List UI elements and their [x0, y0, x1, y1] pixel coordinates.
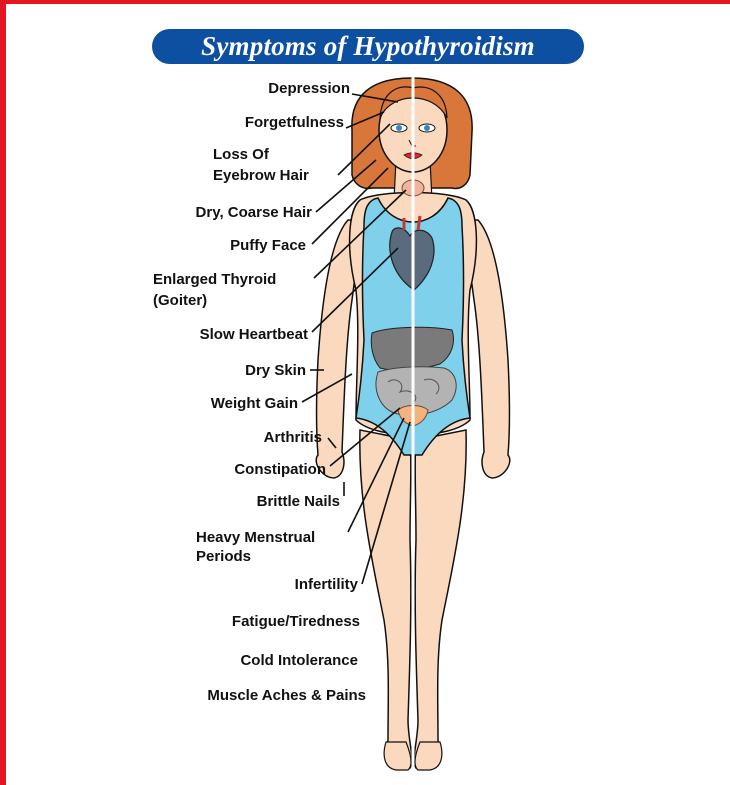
symptom-dry-skin: Dry Skin: [206, 361, 306, 380]
symptom-fatigue: Fatigue/Tiredness: [196, 612, 360, 631]
symptom-depression: Depression: [236, 79, 350, 98]
symptom-weight-gain: Weight Gain: [176, 394, 298, 413]
symptom-loss-of-eyebrow-line1: Loss Of: [213, 145, 269, 164]
symptom-brittle-nails: Brittle Nails: [206, 492, 340, 511]
right-leg: [414, 430, 466, 768]
symptom-slow-heartbeat: Slow Heartbeat: [152, 325, 308, 344]
symptom-infertility: Infertility: [246, 575, 358, 594]
symptom-heavy-menstrual-line1: Heavy Menstrual: [196, 528, 315, 547]
right-foot: [415, 742, 442, 770]
symptom-constipation: Constipation: [176, 460, 326, 479]
symptom-enlarged-thyroid-line2: (Goiter): [153, 291, 207, 310]
symptom-enlarged-thyroid-line1: Enlarged Thyroid: [153, 270, 276, 289]
symptom-cold-intolerance: Cold Intolerance: [196, 651, 358, 670]
symptom-forgetfulness: Forgetfulness: [206, 113, 344, 132]
symptom-arthritis: Arthritis: [206, 428, 322, 447]
left-foot: [384, 742, 411, 770]
left-leg: [360, 430, 412, 768]
symptom-heavy-menstrual-line2: Periods: [196, 547, 251, 566]
symptom-loss-of-eyebrow-line2: Eyebrow Hair: [213, 166, 309, 185]
symptom-puffy-face: Puffy Face: [196, 236, 306, 255]
symptom-dry-coarse-hair: Dry, Coarse Hair: [156, 203, 312, 222]
symptom-muscle-aches: Muscle Aches & Pains: [170, 686, 366, 705]
